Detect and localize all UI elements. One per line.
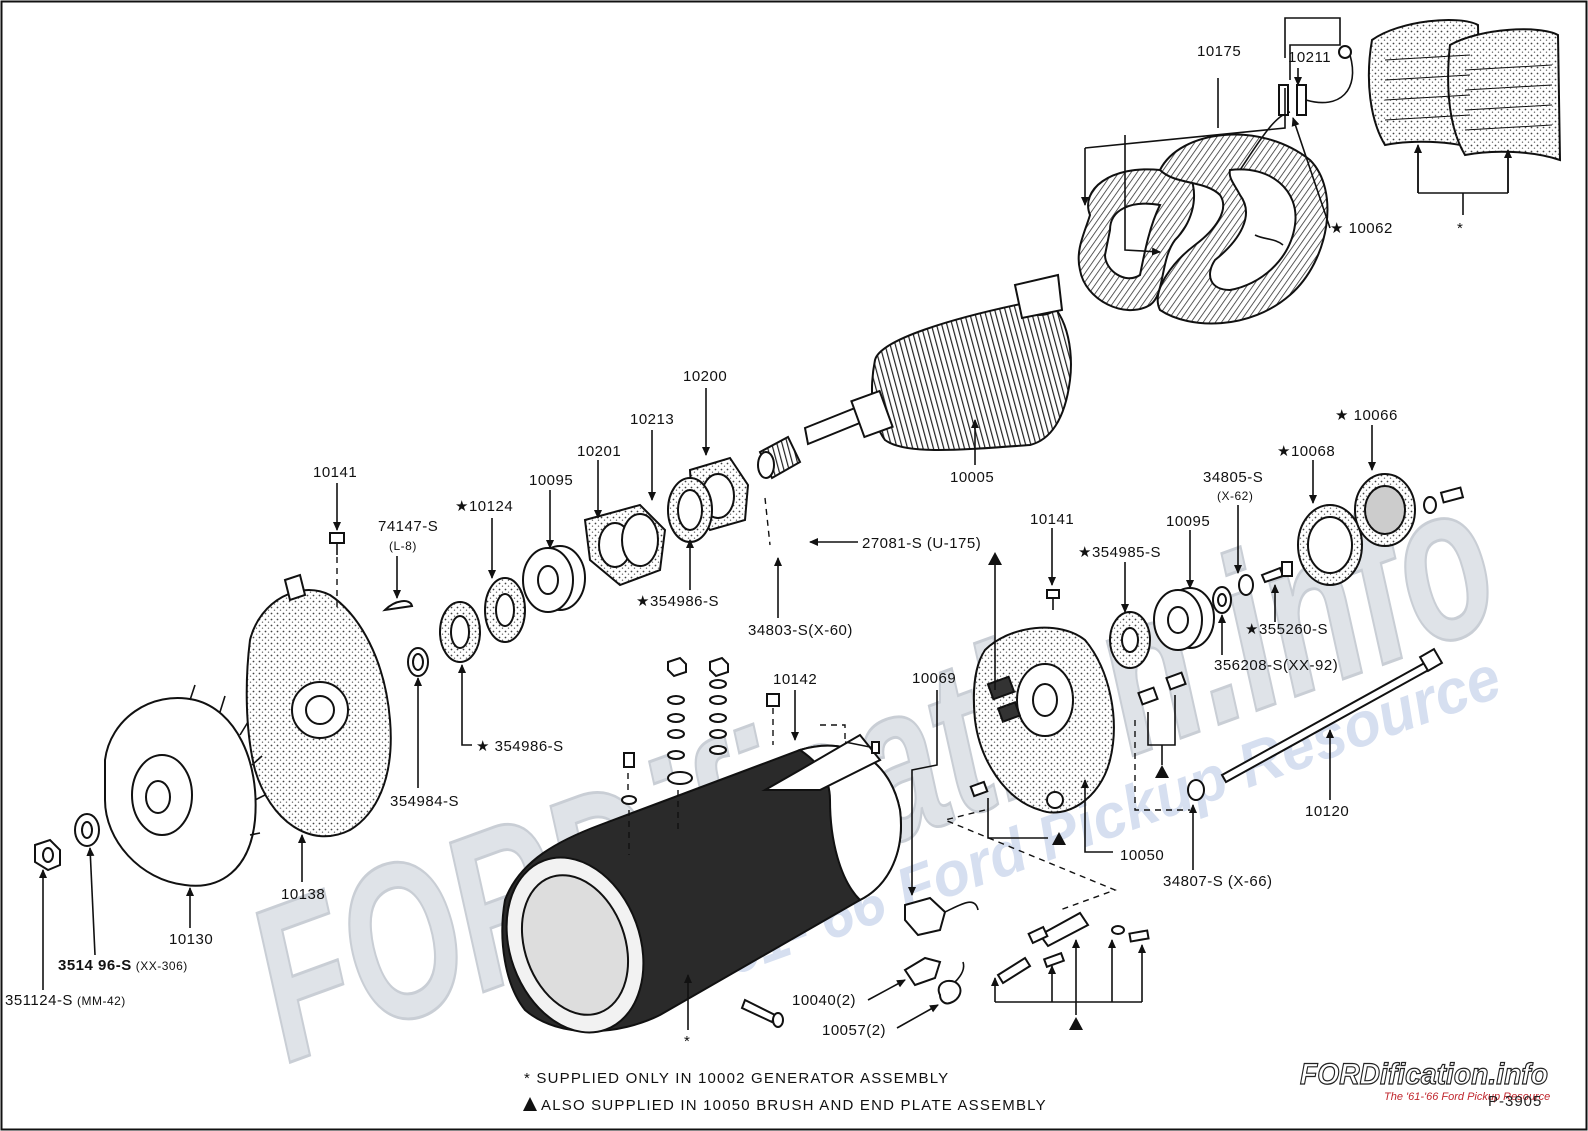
label-27081: 27081-S (U-175) xyxy=(862,535,981,552)
label-star-field: * xyxy=(1457,220,1463,237)
leader-lines xyxy=(39,17,1512,1030)
label-10141-left: 10141 xyxy=(313,464,357,481)
label-10130: 10130 xyxy=(169,931,213,948)
label-10040: 10040(2) xyxy=(792,992,856,1009)
label-10069: 10069 xyxy=(912,670,956,687)
cover-screw xyxy=(1423,486,1465,514)
nut-351124 xyxy=(34,838,61,872)
seal-10124 xyxy=(484,577,526,643)
label-10211: 10211 xyxy=(1288,49,1331,66)
label-10005: 10005 xyxy=(950,469,994,486)
label-355260: ★355260-S xyxy=(1245,621,1328,638)
label-354986-lower: ★ 354986-S xyxy=(476,738,564,755)
label-10050: 10050 xyxy=(1120,847,1164,864)
drawing-code: P-3905 xyxy=(1488,1093,1542,1110)
label-10095-right: 10095 xyxy=(1166,513,1210,530)
frame-hardware-10142 xyxy=(766,693,880,754)
part-labels: 10175 10211 ★ 10062 * 10005 10200 10213 … xyxy=(5,43,1463,1050)
label-10057: 10057(2) xyxy=(822,1022,886,1039)
label-354984: 354984-S xyxy=(390,793,459,810)
label-10066: ★ 10066 xyxy=(1335,407,1398,424)
generator-frame xyxy=(501,733,902,1034)
brush-holder-clips xyxy=(969,671,1187,798)
brush-10069 xyxy=(904,896,979,937)
label-74147: 74147-S xyxy=(378,518,438,535)
label-34805: 34805-S xyxy=(1203,469,1263,486)
label-351496-sub: (XX-306) xyxy=(136,959,188,973)
brush-10040 xyxy=(903,956,942,987)
label-74147-sub: (L-8) xyxy=(389,539,417,553)
label-10124: ★10124 xyxy=(455,498,513,515)
field-coil-10175 xyxy=(1077,111,1329,325)
screw-10141-left xyxy=(329,532,345,555)
frame-screw xyxy=(740,998,784,1028)
washer-34807 xyxy=(1187,779,1205,801)
fordification-logo: FORDification.info The '61-'66 Ford Pick… xyxy=(1299,1057,1550,1103)
drive-end-plate-10138 xyxy=(245,573,392,838)
field-connector-10211 xyxy=(1278,45,1354,116)
screw-355260 xyxy=(1260,561,1293,584)
label-354985: ★354985-S xyxy=(1078,544,1161,561)
washer-351496 xyxy=(74,813,100,847)
key-74147 xyxy=(382,600,414,612)
seal-354985 xyxy=(1109,611,1151,669)
label-351124: 351124-S (MM-42) xyxy=(5,992,126,1009)
armature-10005 xyxy=(803,273,1072,451)
bearing-10095-right xyxy=(1153,587,1215,651)
terminal-studs xyxy=(621,656,729,805)
note-star: * SUPPLIED ONLY IN 10002 GENERATOR ASSEM… xyxy=(524,1070,949,1087)
pole-shoes xyxy=(1367,19,1562,162)
legend-notes: * SUPPLIED ONLY IN 10002 GENERATOR ASSEM… xyxy=(523,1070,1047,1114)
label-10201: 10201 xyxy=(577,443,621,460)
thru-bolt-10120 xyxy=(1220,647,1444,784)
label-34803: 34803-S(X-60) xyxy=(748,622,853,639)
label-10138: 10138 xyxy=(281,886,325,903)
gasket-10213 xyxy=(667,477,713,543)
label-10120: 10120 xyxy=(1305,803,1349,820)
label-10200: 10200 xyxy=(683,368,727,385)
label-351124-sub: (MM-42) xyxy=(77,994,126,1008)
washer-34805 xyxy=(1238,574,1254,596)
logo-main: FORDification.info xyxy=(1300,1058,1548,1091)
label-10141-right: 10141 xyxy=(1030,511,1074,528)
retainer-10201 xyxy=(583,503,667,587)
cover-10066 xyxy=(1354,473,1416,547)
terminal-parts xyxy=(996,911,1150,985)
label-354986-upper: ★354986-S xyxy=(636,593,719,610)
label-10095-left: 10095 xyxy=(529,472,573,489)
spring-10057 xyxy=(937,961,965,1005)
triangle-icon xyxy=(523,1097,537,1111)
logo-sub: The '61-'66 Ford Pickup Resource xyxy=(1384,1091,1550,1103)
label-10068: ★10068 xyxy=(1277,443,1335,460)
bearing-10095-left xyxy=(522,545,586,613)
label-34807: 34807-S (X-66) xyxy=(1163,873,1273,890)
commutator-end-plate-10050 xyxy=(972,626,1115,814)
label-10213: 10213 xyxy=(630,411,674,428)
label-351124-num: 351124-S xyxy=(5,992,73,1009)
washer-356208 xyxy=(1212,586,1232,614)
spacer-354984 xyxy=(407,647,429,677)
label-351496: 3514 96-S (XX-306) xyxy=(58,957,188,974)
gasket-10068 xyxy=(1297,504,1363,586)
label-star-housing: * xyxy=(684,1033,690,1050)
label-34805-sub: (X-62) xyxy=(1217,489,1253,503)
bearing-sleeve xyxy=(757,435,802,480)
label-10175: 10175 xyxy=(1197,43,1241,60)
label-10062: ★ 10062 xyxy=(1330,220,1393,237)
screw-10141-right xyxy=(1046,589,1060,610)
label-356208: 356208-S(XX-92) xyxy=(1214,657,1338,674)
label-10142: 10142 xyxy=(773,671,817,688)
label-351496-num: 3514 96-S xyxy=(58,957,132,974)
note-triangle: ALSO SUPPLIED IN 10050 BRUSH AND END PLA… xyxy=(541,1097,1047,1114)
pulley-fan-10130 xyxy=(104,684,266,887)
washer-354986-lower xyxy=(439,601,481,663)
